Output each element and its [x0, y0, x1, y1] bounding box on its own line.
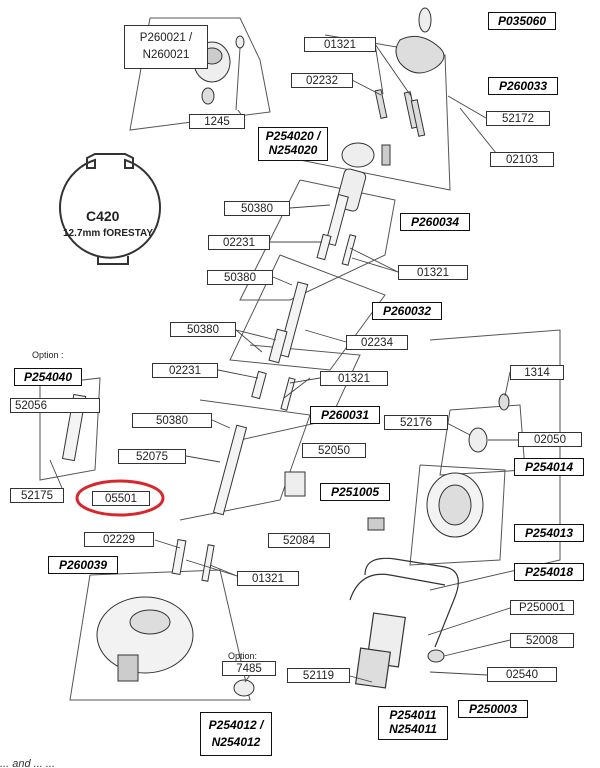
code-p254020: P254020 / N254020 [258, 127, 328, 161]
option-label-bottom: Option: [228, 651, 258, 661]
frame-foil-bottom [179, 399, 311, 521]
option-label-left: Option : [32, 350, 64, 360]
frame-top-left [129, 17, 271, 131]
label-7485: 7485 [222, 661, 276, 676]
label-50380-a: 50380 [224, 201, 290, 216]
code-p260032: P260032 [372, 302, 442, 320]
label-1245: 1245 [189, 114, 245, 129]
frame-foil-lower [239, 344, 361, 441]
code-p251005: P251005 [320, 483, 390, 501]
code-p254012: P254012 / N254012 [200, 712, 272, 756]
label-02050: 02050 [518, 432, 582, 447]
foil-sections [61, 193, 357, 582]
label-02234: 02234 [346, 335, 408, 350]
code-p250003: P250003 [458, 700, 528, 718]
code-p260034: P260034 [400, 213, 470, 231]
label-01321-d: 01321 [237, 571, 299, 586]
frame-top-swivel [299, 34, 451, 191]
label-1314: 1314 [510, 365, 564, 380]
label-01321-top: 01321 [304, 37, 376, 52]
studs-top [374, 89, 426, 137]
profile-section [59, 153, 161, 265]
label-52119: 52119 [287, 668, 350, 683]
frame-foil-mid [229, 254, 386, 371]
label-01321-b: 01321 [398, 265, 468, 280]
bottom-drum [96, 596, 194, 682]
code-p254014: P254014 [514, 458, 584, 476]
code-p260039: P260039 [48, 556, 118, 574]
label-52084: 52084 [268, 533, 330, 548]
code-p260031: P260031 [310, 406, 380, 424]
label-02231-b: 02231 [152, 363, 218, 378]
profile-spec: 12.7mm fORESTAY [63, 228, 154, 239]
highlight-ellipse [75, 479, 165, 517]
code-p035060: P035060 [488, 12, 556, 30]
footer-text-fragment: ... and ... ... [0, 758, 56, 768]
top-swivel [395, 7, 445, 74]
label-52176: 52176 [384, 415, 448, 430]
label-02103: 02103 [490, 152, 554, 167]
label-05501: 05501 [92, 491, 150, 506]
label-02229: 02229 [84, 532, 154, 547]
code-p254011: P254011 N254011 [378, 706, 448, 740]
code-p260033: P260033 [488, 77, 558, 95]
label-52175: 52175 [10, 488, 64, 503]
label-02232: 02232 [291, 73, 353, 88]
profile-name: C420 [86, 208, 120, 224]
label-50380-c: 50380 [170, 322, 236, 337]
label-50380-d: 50380 [132, 413, 212, 428]
label-52008: 52008 [510, 633, 574, 648]
label-50380-b: 50380 [207, 270, 273, 285]
label-52050: 52050 [302, 443, 366, 458]
label-p260021: P260021 / N260021 [124, 25, 208, 69]
frame-drum [409, 464, 506, 566]
label-52172: 52172 [486, 111, 550, 126]
small-parts [233, 393, 510, 697]
label-52075: 52075 [118, 449, 186, 464]
label-52056: 52056 [10, 398, 100, 413]
code-p254013: P254013 [514, 524, 584, 542]
label-p250001: P250001 [510, 600, 574, 615]
label-01321-c: 01321 [320, 371, 388, 386]
code-p254040: P254040 [14, 368, 82, 386]
label-02540: 02540 [487, 667, 557, 682]
lower-assembly [349, 557, 459, 689]
code-p254018: P254018 [514, 563, 584, 581]
label-02231-a: 02231 [208, 235, 270, 250]
